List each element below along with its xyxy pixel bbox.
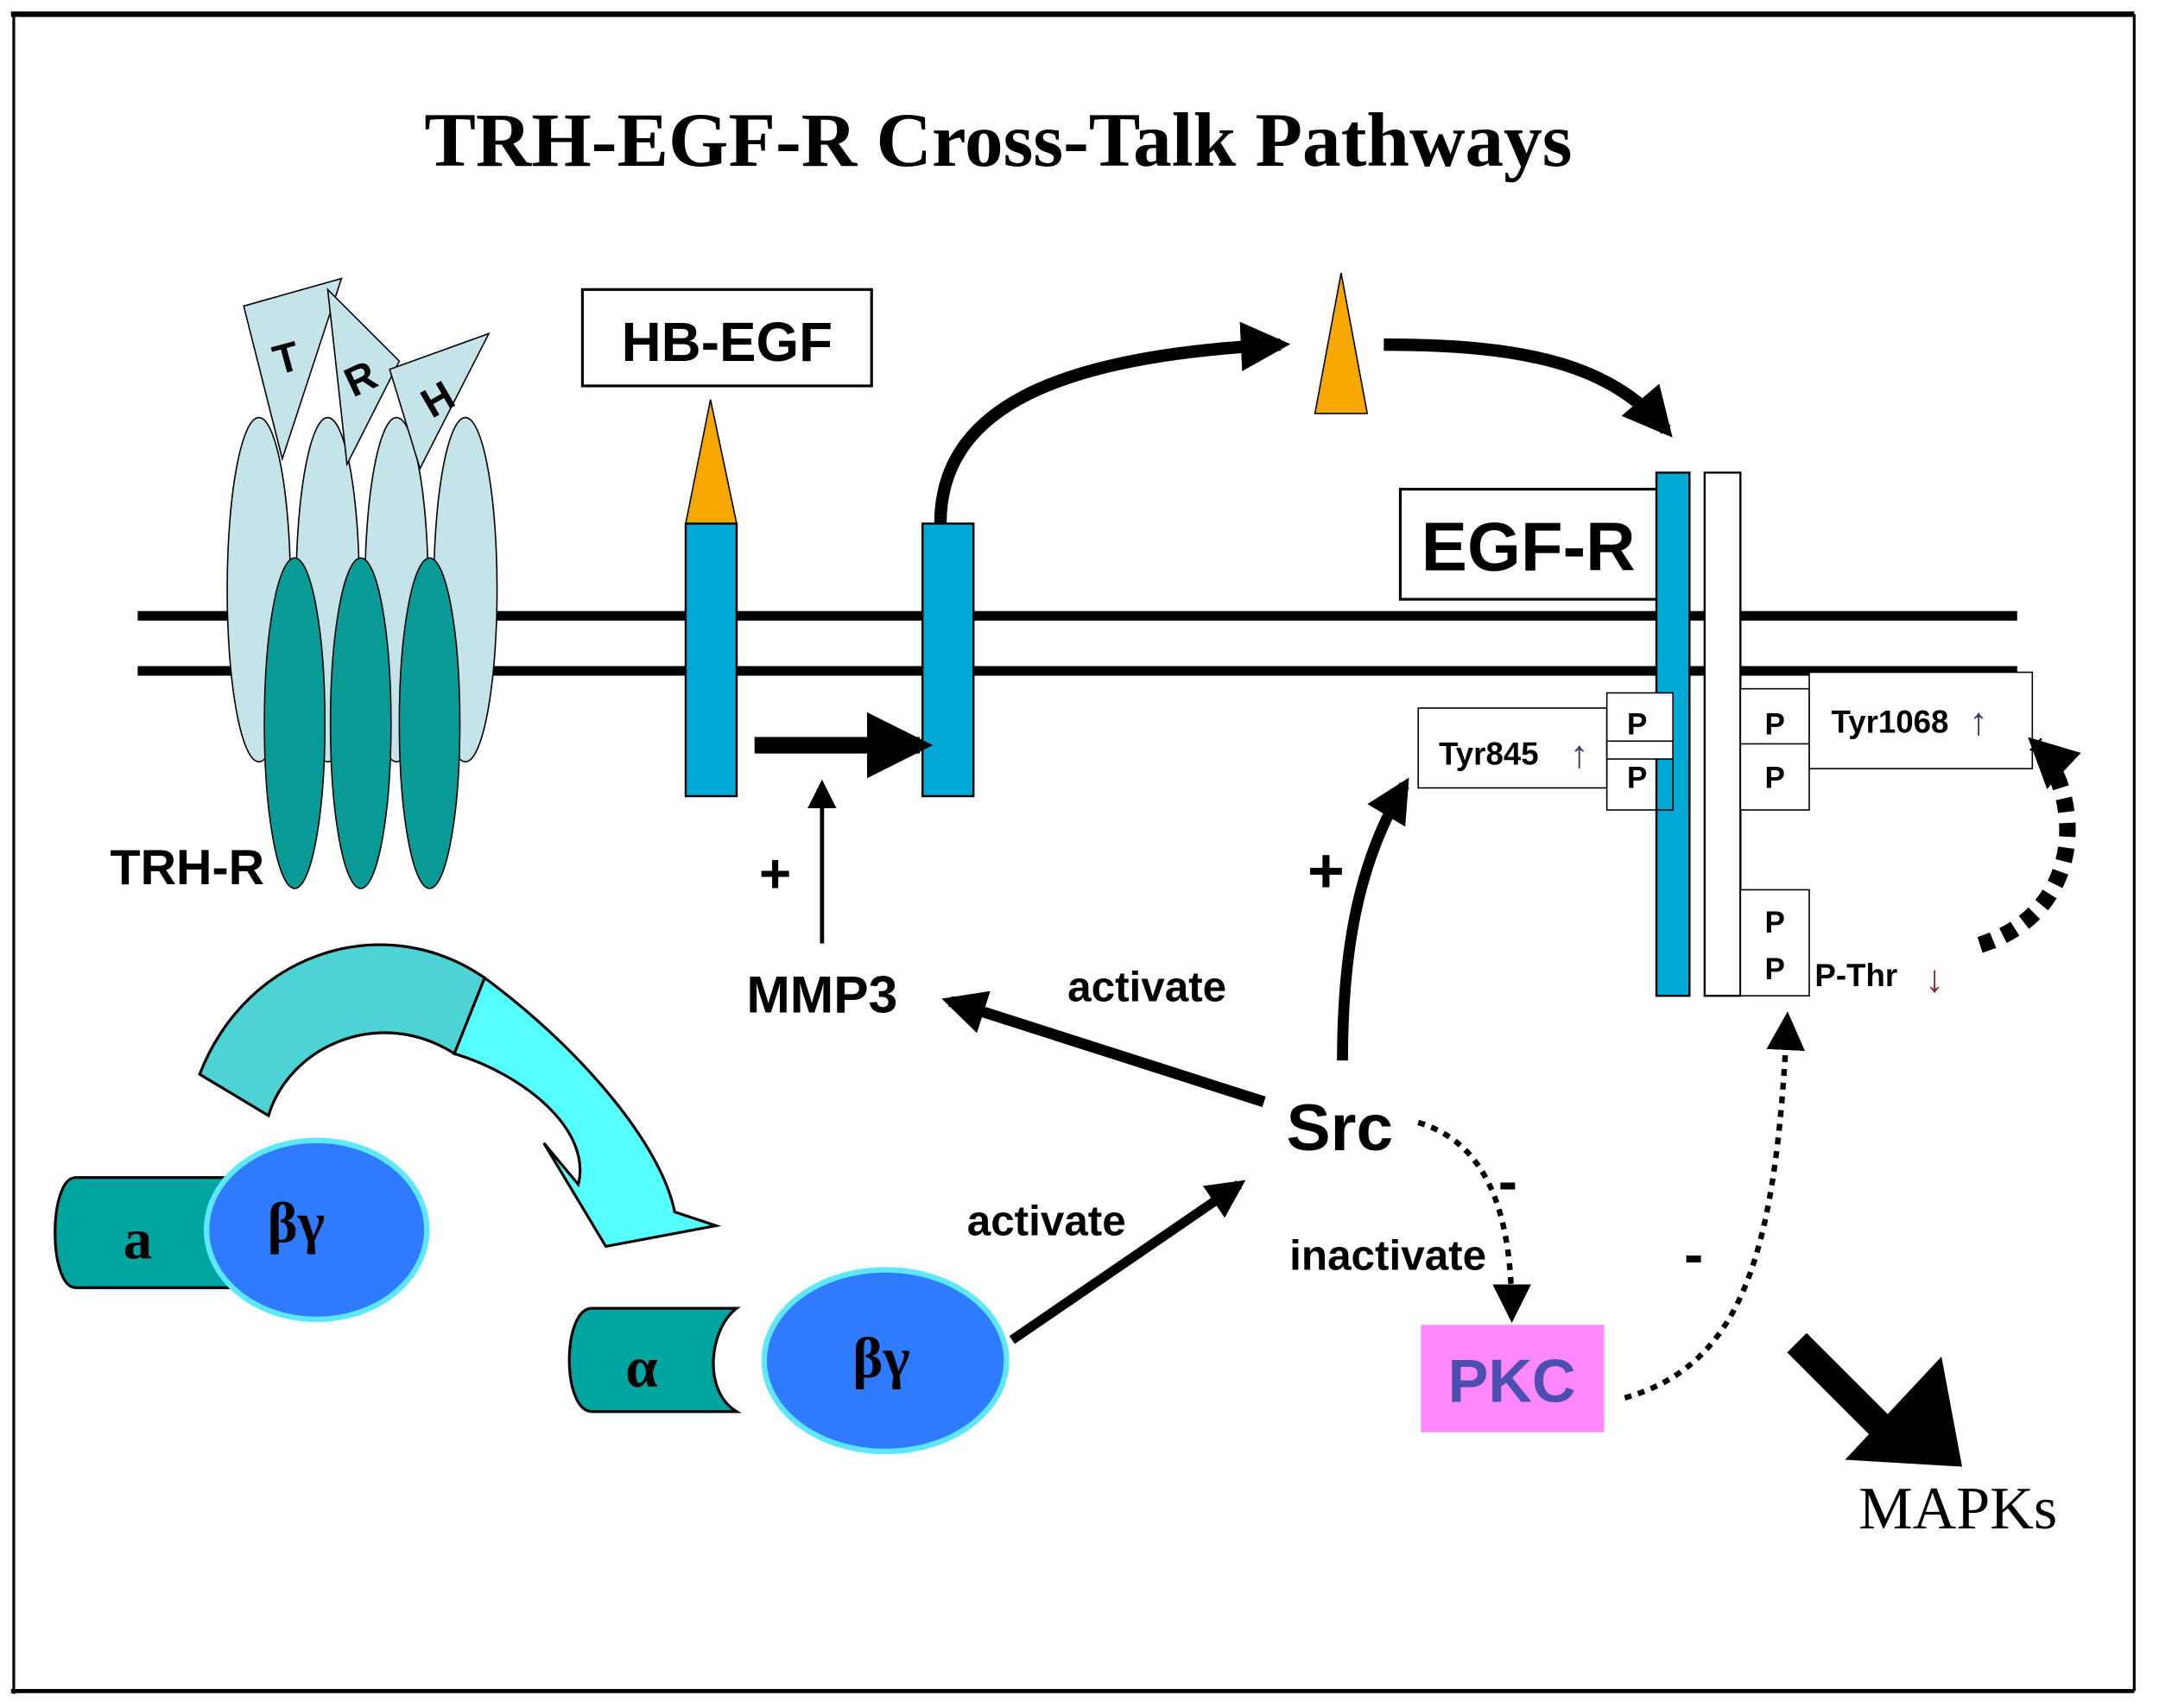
figure-frame — [10, 11, 2136, 1694]
ligand-r-shape — [326, 288, 401, 467]
g-protein-dissociated: α βγ — [567, 1267, 1010, 1455]
inactivate-label: inactivate — [1289, 1232, 1486, 1280]
g-alpha-free-label: α — [625, 1336, 657, 1400]
minus-src-pkc: - — [1498, 1149, 1517, 1214]
pthr-to-tyr1068-dotted-arrow — [1977, 737, 2081, 953]
mapks-node: MAPKs — [1858, 1475, 2057, 1542]
g-alpha-bound-label: a — [123, 1208, 152, 1272]
hb-egf-label-box — [580, 288, 873, 388]
egf-r-label: EGF-R — [1421, 509, 1636, 585]
receptor-helix-inner — [263, 557, 326, 889]
receptor-helix-inner — [398, 557, 461, 889]
src-node: Src — [1287, 1091, 1393, 1165]
activate-mmp3-label: activate — [1067, 964, 1226, 1011]
free-hb-egf-icon — [1314, 273, 1369, 414]
ligand-t-shape — [243, 277, 343, 462]
p-site: P — [1764, 906, 1784, 939]
trh-ligand: T R H — [243, 277, 491, 471]
p-site: P — [1627, 707, 1647, 741]
trh-r-label: TRH-R — [111, 840, 264, 895]
phospho-sites: P P Tyr845 ↑ P P Tyr1068 ↑ P P P-Thr ↓ — [1417, 671, 2034, 1000]
minus-pkc-egfr: - — [1684, 1222, 1703, 1287]
mmp3-node: MMP3 — [746, 965, 897, 1023]
src-to-pkc-dotted-arrow — [1417, 1119, 1531, 1324]
g-beta-gamma-bound-label: βγ — [267, 1192, 325, 1256]
release-arrow — [934, 321, 1291, 524]
egf-r-white-chain — [1703, 471, 1742, 997]
p-site: P — [1764, 952, 1784, 986]
pro-hb-egf-bar — [684, 522, 738, 798]
egf-r-label-box — [1398, 487, 1664, 601]
diagram-title: TRH-EGF-R Cross-Talk Pathways — [424, 98, 1572, 183]
p-thr-label: P-Thr — [1814, 958, 1897, 993]
binding-arrow — [1383, 338, 1673, 438]
g-protein-heterotrimer: a βγ — [54, 1137, 430, 1323]
tyr845-label: Tyr845 — [1439, 736, 1538, 771]
activate-src-label: activate — [967, 1198, 1126, 1245]
plus-src: + — [1307, 836, 1345, 907]
src-to-mmp3-arrow — [941, 990, 1266, 1108]
hb-egf-ligand-icon — [685, 399, 738, 525]
receptor-helix-inner — [329, 557, 392, 889]
ligand-h-shape — [389, 332, 491, 471]
pkc-node-box — [1421, 1325, 1605, 1433]
tyr845-up-arrow: ↑ — [1570, 734, 1589, 776]
p-thr-down-arrow: ↓ — [1925, 958, 1944, 1000]
p-site: P — [1627, 761, 1647, 794]
pkc-to-pthr-dotted-arrow — [1624, 1011, 1806, 1401]
pkc-node: PKC — [1448, 1347, 1576, 1415]
p-site: P — [1764, 761, 1784, 794]
trh-receptor — [226, 416, 498, 889]
plus-mmp3: + — [759, 843, 791, 905]
g-beta-gamma-free-label: βγ — [852, 1326, 910, 1390]
tyr1068-label: Tyr1068 — [1832, 705, 1949, 740]
p-site: P — [1764, 707, 1784, 741]
beta-gamma-to-src-arrow — [1009, 1180, 1246, 1344]
src-to-tyr845-arrow — [1337, 777, 1409, 1061]
g-protein-dissociation-arrow — [198, 943, 722, 1249]
tyr1068-up-arrow: ↑ — [1969, 700, 1988, 743]
mapks-arrow — [1787, 1332, 1963, 1467]
cleaved-hb-egf-bar — [921, 522, 975, 798]
hb-egf-label: HB-EGF — [622, 311, 833, 373]
